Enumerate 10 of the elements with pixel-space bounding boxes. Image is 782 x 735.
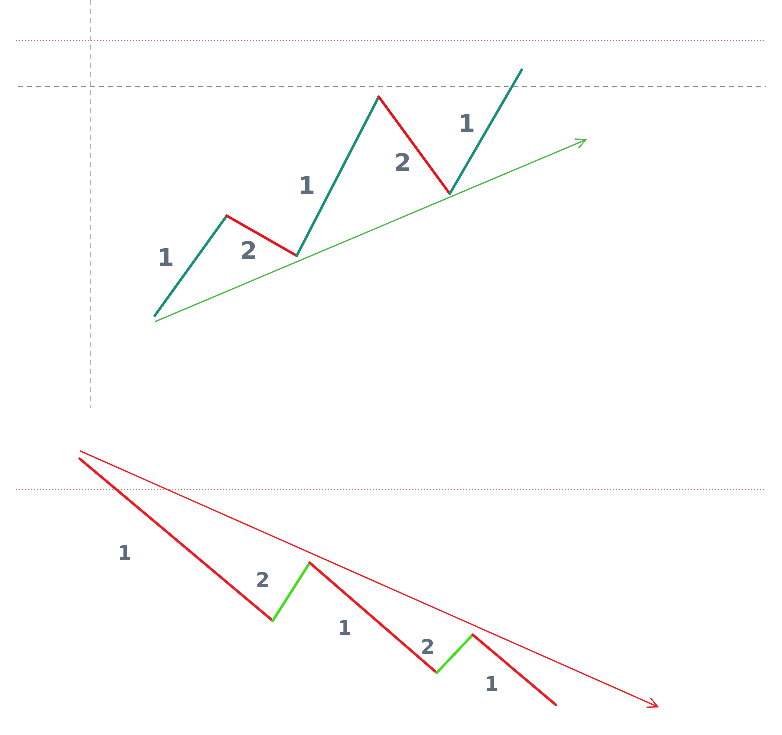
wave-number-label: 1 xyxy=(458,112,476,136)
wave-number-label: 2 xyxy=(394,151,412,175)
wave-number-label: 2 xyxy=(240,239,258,263)
wave-number-label: 1 xyxy=(158,246,174,270)
wave-number-label: 2 xyxy=(256,570,270,590)
wave-number-label: 2 xyxy=(421,637,435,657)
wave-number-label: 1 xyxy=(298,174,316,198)
wave-number-label: 1 xyxy=(338,618,352,638)
wave-number-label: 1 xyxy=(118,543,132,563)
wave-number-label: 1 xyxy=(485,674,499,694)
